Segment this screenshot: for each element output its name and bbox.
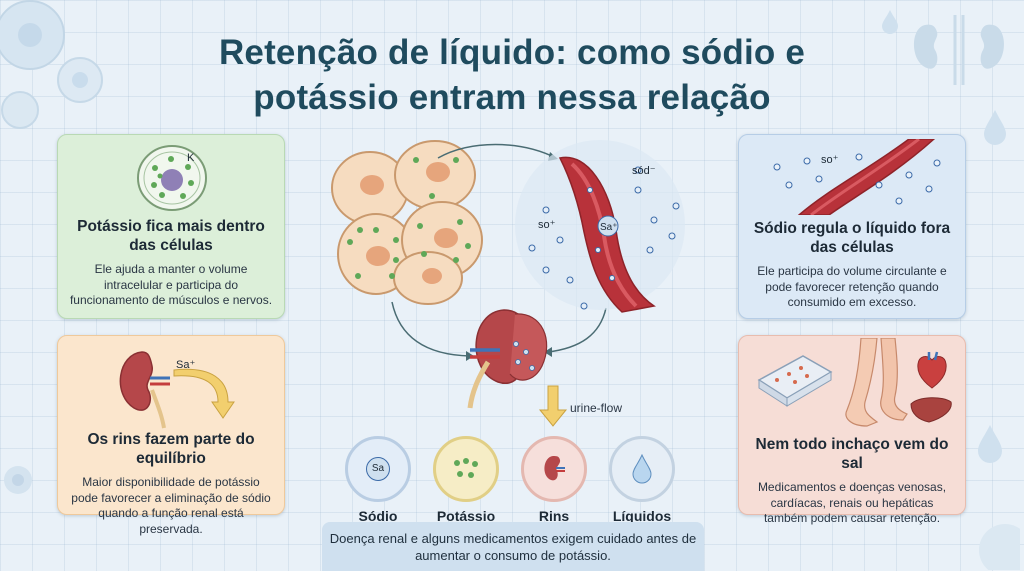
potassium-card: K Potássio fica mais dentro das células …	[57, 134, 285, 319]
warning-note-text: Doença renal e alguns medicamentos exige…	[329, 531, 697, 563]
sodium-ion-inner: Sa	[366, 457, 390, 481]
kidneys-text: Maior disponibilidade de potássio pode f…	[71, 475, 271, 536]
pill-box-icon	[757, 355, 833, 407]
kidney-arrow-icon: Sa⁺	[119, 351, 235, 429]
sodium-heading: Sódio regula o líquido fora das células	[753, 220, 951, 256]
not-salt-text: Medicamentos e doenças venosas, cardíaca…	[757, 480, 947, 525]
legend-kidneys-label: Rins	[538, 508, 570, 524]
sodium-text: Ele participa do volume circulante e pod…	[757, 264, 947, 309]
vessel-top-label: sód⁻	[632, 165, 656, 177]
sodium-ion-label: so⁺	[821, 154, 839, 166]
potassium-symbol: K	[187, 152, 195, 164]
title-line-2: potássio entram nessa relação	[253, 78, 771, 117]
cells-cluster-icon	[331, 140, 483, 305]
not-salt-heading: Nem todo inchaço vem do sal	[755, 436, 949, 472]
not-salt-card: Nem todo inchaço vem do sal Medicamentos…	[738, 335, 966, 525]
potassium-heading: Potássio fica mais dentro das células	[77, 218, 265, 254]
heart-icon	[917, 351, 947, 389]
legend-potassium: Potássio	[431, 436, 501, 524]
potassium-cell-icon: K	[137, 145, 207, 211]
decorative-drops-bottom-icon	[978, 425, 1020, 570]
kidney-circle-icon	[521, 436, 587, 502]
blood-vessel-icon: Sa⁺ sód⁻ so⁺	[515, 140, 685, 313]
urine-flow-label: urine-flow	[570, 401, 622, 415]
kidneys-heading: Os rins fazem parte do equilíbrio	[87, 431, 255, 467]
potassium-text: Ele ajuda a manter o volume intracelular…	[69, 262, 273, 307]
decorative-drops-icon	[882, 10, 1006, 145]
page-title: Retenção de líquido: como sódio e potáss…	[0, 30, 1024, 120]
water-drop-circle-icon	[609, 436, 675, 502]
decorative-virus-icon	[4, 466, 32, 494]
liver-icon	[910, 397, 952, 423]
sodium-vessel-icon: so⁺	[773, 139, 941, 215]
legs-icon	[845, 338, 908, 427]
vessel-ion-label: Sa⁺	[600, 222, 618, 233]
center-kidney-icon	[467, 309, 548, 409]
legend-kidneys: Rins	[519, 436, 589, 524]
decorative-kidneys-icon	[913, 15, 1005, 85]
title-line-1: Retenção de líquido: como sódio e	[218, 33, 806, 72]
kidneys-card: Sa⁺ Os rins fazem parte do equilíbrio Ma…	[57, 335, 285, 536]
legend-sodium-label: Sódio	[358, 508, 398, 524]
kidney-sodium-label: Sa⁺	[176, 359, 195, 371]
sodium-circle-icon: Sa	[345, 436, 411, 502]
vessel-left-label: so⁺	[538, 219, 556, 231]
center-illustration: Sa⁺ sód⁻ so⁺ urine-flow	[331, 140, 685, 427]
legend-liquids-label: Líquidos	[612, 508, 672, 524]
legend-sodium: Sa Sódio	[343, 436, 413, 524]
potassium-circle-icon	[433, 436, 499, 502]
legend-liquids: Líquidos	[607, 436, 677, 524]
decorative-cells-icon	[0, 0, 103, 129]
sodium-card: so⁺ Sódio regula o líquido fora das célu…	[738, 134, 966, 319]
legend-potassium-label: Potássio	[436, 508, 496, 524]
warning-note: Doença renal e alguns medicamentos exige…	[322, 522, 704, 571]
